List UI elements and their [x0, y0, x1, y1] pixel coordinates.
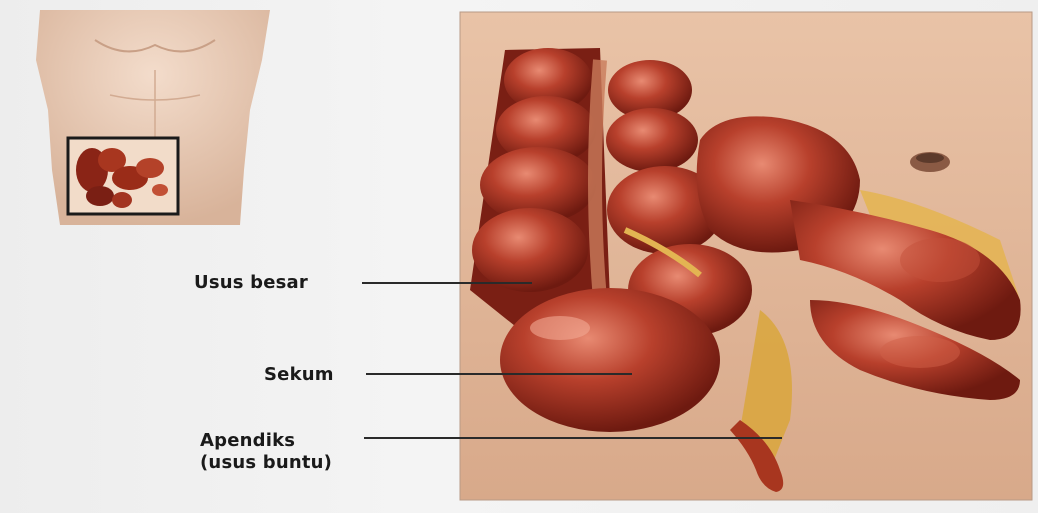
label-apendiks-line2: (usus buntu)	[200, 452, 332, 474]
label-sekum: Sekum	[264, 364, 334, 386]
main-anatomy-panel	[460, 12, 1032, 500]
label-apendiks: Apendiks (usus buntu)	[200, 430, 332, 474]
cecum-shape	[500, 288, 720, 432]
label-usus-besar: Usus besar	[194, 272, 308, 294]
label-apendiks-line1: Apendiks	[200, 430, 332, 452]
torso-inset	[36, 10, 270, 225]
